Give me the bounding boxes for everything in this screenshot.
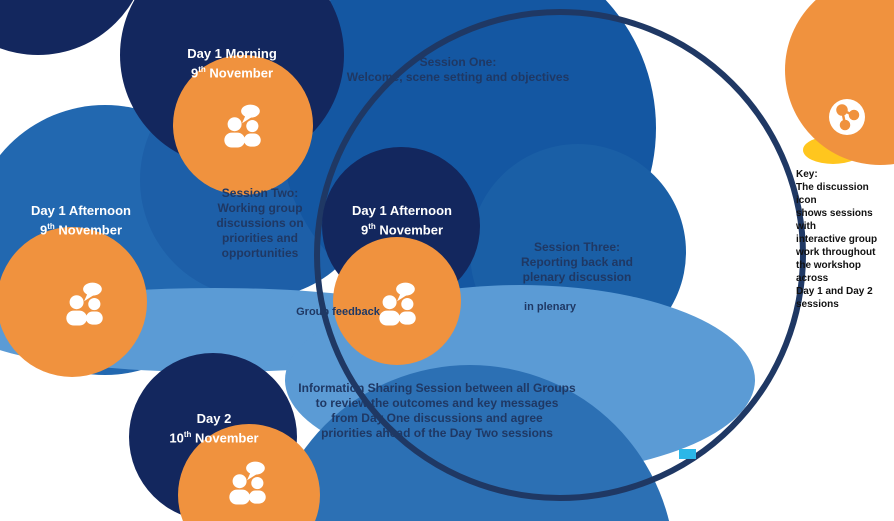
- session-three-title: Session Three: Reporting back and plenar…: [520, 240, 633, 284]
- interactive-session-blob-1: [173, 55, 313, 195]
- teal-marker: [679, 449, 696, 459]
- people-discussion-icon: [224, 104, 261, 148]
- day1-morning-label: Day 1 Morning 9th November: [187, 46, 277, 81]
- banner-fragment-right: in plenary: [524, 301, 576, 313]
- people-discussion-icon: [229, 461, 266, 505]
- share-network-icon: [829, 99, 865, 135]
- day1-afternoon-left-label: Day 1 Afternoon 9th November: [31, 203, 131, 238]
- session-one-title: Session One: Welcome, scene setting and …: [346, 55, 570, 84]
- day2-label: Day 2 10th November: [169, 411, 259, 446]
- day1-afternoon-center-label: Day 1 Afternoon 9th November: [352, 203, 452, 238]
- session-two-title: Session Two: Working group discussions o…: [216, 186, 304, 260]
- info-session-text: Information Sharing Session between all …: [298, 381, 576, 440]
- banner-fragment-left: Group feedback: [296, 306, 380, 318]
- key-panel: Key: The discussion icon shows sessions …: [796, 169, 878, 310]
- people-discussion-icon: [66, 282, 103, 326]
- people-discussion-icon: [379, 282, 416, 326]
- interactive-session-blob-3: [333, 237, 461, 365]
